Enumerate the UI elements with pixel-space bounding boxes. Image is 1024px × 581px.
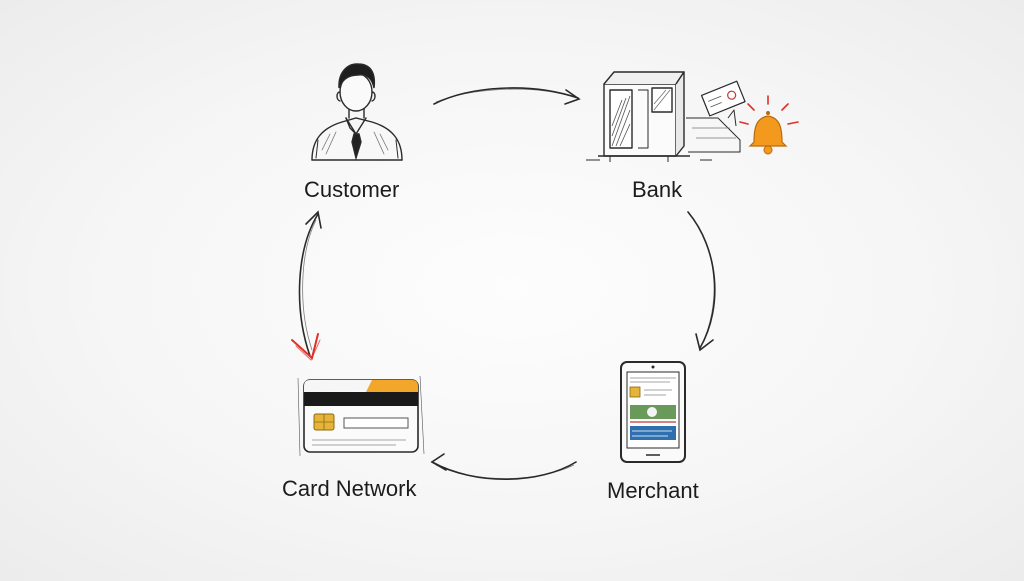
merchant-label: Merchant [607,478,699,503]
arrow-bank-to-merchant [687,211,716,352]
bank-icon [586,71,746,162]
customer-icon [311,63,403,161]
card-network-label: Card Network [282,476,417,501]
merchant-icon [620,361,686,463]
card-network-icon [297,375,425,457]
bank-label: Bank [632,177,683,202]
customer-label: Customer [304,177,400,202]
arrow-customer-to-bank [433,87,581,105]
arrow-card-to-customer [291,210,322,361]
arrow-merchant-to-card [430,453,577,481]
bell-icon [739,95,799,155]
